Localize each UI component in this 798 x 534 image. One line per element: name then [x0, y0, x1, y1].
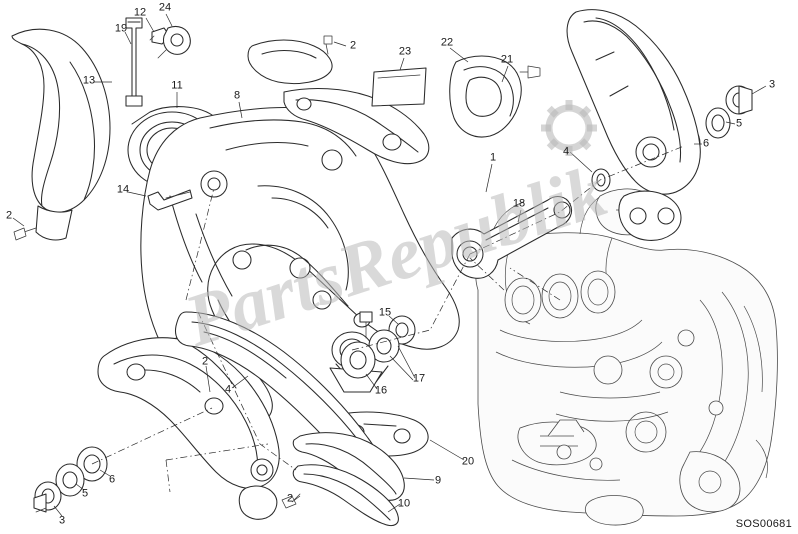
bearing-stack-bottom-left [33, 446, 108, 513]
callout-24: 24 [158, 1, 172, 14]
shock-linkage-arm [566, 9, 701, 241]
callout-10: 10 [397, 497, 411, 510]
callout-18: 18 [512, 197, 526, 210]
lower-linkage-arm [97, 337, 280, 520]
pivot-bearing-center [340, 311, 416, 379]
callout-11: 11 [171, 79, 183, 92]
callout-2-top: 2 [349, 39, 357, 52]
callout-2-left: 2 [5, 209, 13, 222]
callout-6-right: 6 [702, 137, 710, 150]
callout-14: 14 [116, 183, 130, 196]
callout-4-mid: 4 [224, 383, 232, 396]
chain-slider-guard [449, 55, 541, 138]
tie-rod-link [451, 195, 573, 279]
callout-leader-lines [12, 13, 767, 517]
callout-21: 21 [500, 53, 514, 66]
callout-4-right: 4 [562, 145, 570, 158]
callout-2-mid: 2 [201, 355, 209, 368]
callout-1: 1 [489, 151, 497, 164]
callout-5-bottom: 5 [81, 487, 89, 500]
rear-hugger-fender [11, 28, 111, 241]
upper-cross-brace [247, 35, 430, 165]
identification-plate [371, 67, 427, 107]
callout-16: 16 [374, 384, 388, 397]
callout-20: 20 [461, 455, 475, 468]
lower-mount-bolt [147, 189, 193, 211]
callout-3-bottom: 3 [58, 514, 66, 527]
callout-3-right: 3 [768, 78, 776, 91]
callout-19: 19 [114, 22, 128, 35]
pivot-bolt-and-clip [125, 17, 191, 107]
part-code-label: SOS00681 [735, 518, 792, 530]
callout-8: 8 [233, 89, 241, 102]
callout-12: 12 [133, 6, 147, 19]
callout-15: 15 [378, 306, 392, 319]
callout-17: 17 [412, 372, 426, 385]
callout-22: 22 [440, 36, 454, 49]
callout-2-bottom: 2 [286, 492, 294, 505]
callout-23: 23 [398, 45, 412, 58]
callout-9: 9 [434, 474, 442, 487]
callout-6-bottom: 6 [108, 473, 116, 486]
callout-13: 13 [82, 74, 96, 87]
callout-5-right: 5 [735, 117, 743, 130]
sprocket-cover-plate [281, 432, 405, 527]
